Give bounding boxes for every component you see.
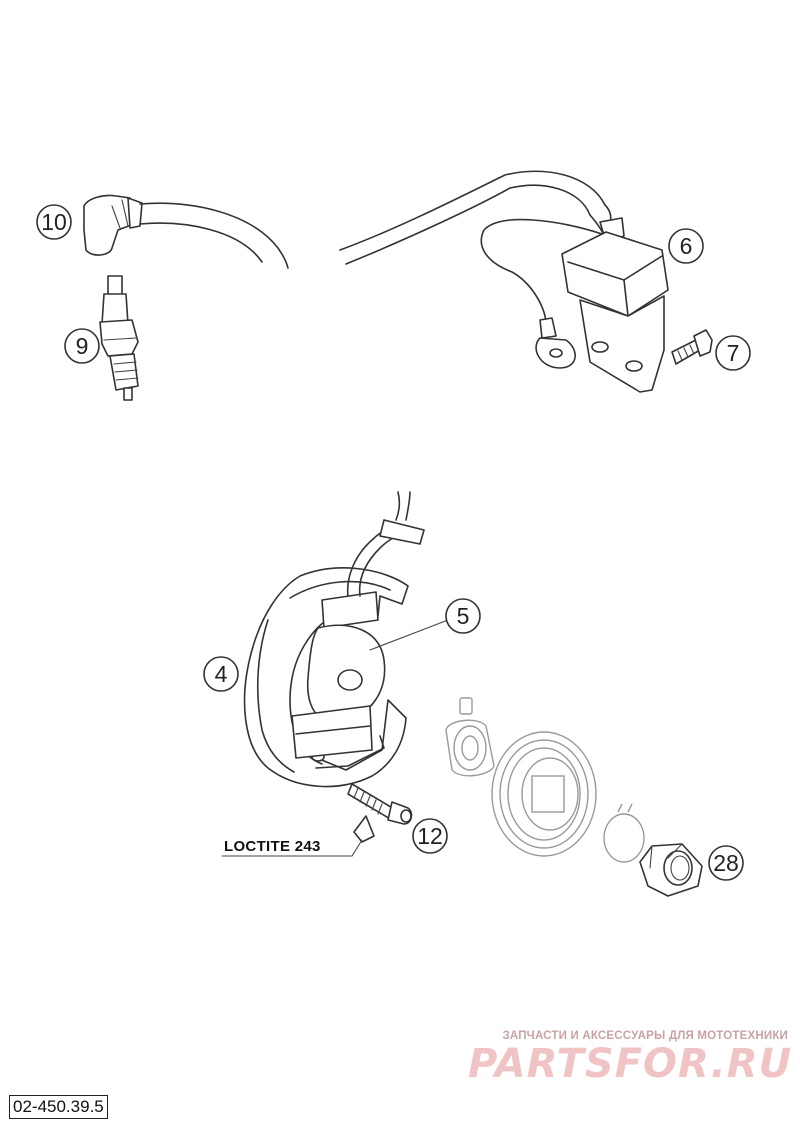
callout-9: 9 — [64, 328, 100, 364]
watermark: ЗАПЧАСТИ И АКСЕССУАРЫ ДЛЯ МОТОТЕХНИКИ PA… — [468, 1030, 793, 1087]
woodruff-key — [459, 697, 473, 715]
leader-lines — [221, 619, 449, 857]
callout-12-label: 12 — [417, 823, 443, 849]
watermark-brand: PARTSFOR.RU — [468, 1041, 793, 1087]
crankshaft-bushing — [445, 719, 495, 777]
callout-28-label: 28 — [713, 850, 739, 876]
callout-4-label: 4 — [215, 661, 228, 687]
drawing-code: 02-450.39.5 — [9, 1095, 108, 1119]
stator-screw — [347, 783, 413, 825]
coil-mounting-bolt — [671, 329, 713, 365]
flywheel-rotor — [491, 731, 597, 857]
callout-7: 7 — [715, 335, 751, 371]
spark-plug-cap — [83, 194, 143, 256]
ignition-cable — [139, 170, 606, 269]
flywheel-nut — [639, 843, 703, 897]
circlip — [603, 803, 645, 863]
callout-9-label: 9 — [76, 333, 89, 359]
callout-7-label: 7 — [727, 340, 740, 366]
loctite-note: LOCTITE 243 — [224, 838, 321, 855]
callout-6-label: 6 — [680, 233, 693, 259]
callout-6: 6 — [668, 228, 704, 264]
spark-plug — [99, 275, 139, 401]
callout-10-label: 10 — [41, 209, 67, 235]
callout-10: 10 — [36, 204, 72, 240]
callout-4: 4 — [203, 656, 239, 692]
callout-5: 5 — [445, 598, 481, 634]
generator-coil — [291, 491, 425, 769]
watermark-subtitle: ЗАПЧАСТИ И АКСЕССУАРЫ ДЛЯ МОТОТЕХНИКИ — [502, 1030, 788, 1042]
screw-washer — [353, 815, 375, 843]
callout-12: 12 — [412, 818, 448, 854]
callout-28: 28 — [708, 845, 744, 881]
ignition-coil — [480, 204, 669, 393]
callout-5-label: 5 — [457, 603, 470, 629]
